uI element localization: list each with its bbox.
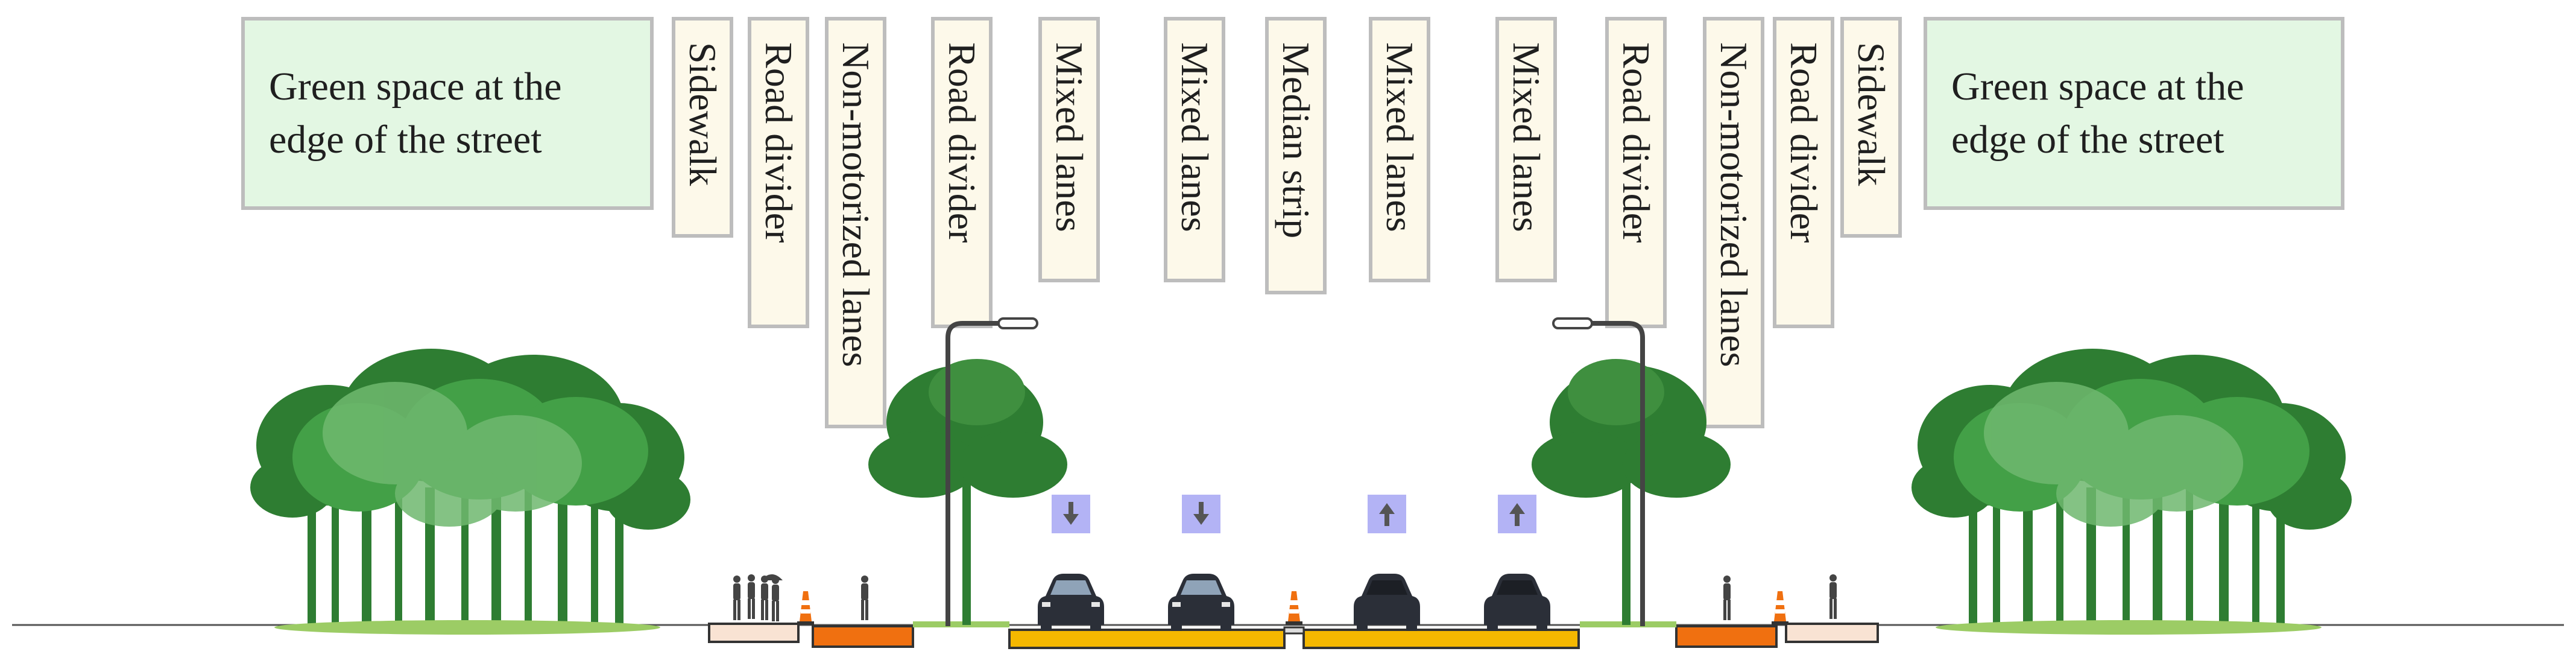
label-green-space-left: Green space at the edge of the street xyxy=(241,17,654,210)
label-sidewalk-right: Sidewalk xyxy=(1840,17,1902,238)
car-3 xyxy=(1354,574,1420,631)
label-non-motorized-left-text: Non-motorized lanes xyxy=(835,42,877,367)
label-mixed-lanes-3: Mixed lanes xyxy=(1369,17,1430,282)
lane-arrow-down-2 xyxy=(1182,495,1220,533)
sidewalk-right xyxy=(1785,623,1879,643)
pedestrian-4 xyxy=(772,577,779,621)
label-sidewalk-left-text: Sidewalk xyxy=(681,42,724,186)
pedestrian-2 xyxy=(748,574,755,619)
street-light-right xyxy=(1552,317,1645,626)
label-road-divider-3: Road divider xyxy=(1605,17,1667,328)
label-green-space-right-line1: Green space at the xyxy=(1951,65,2244,109)
non-motorized-lane-right xyxy=(1675,625,1778,648)
label-mixed-lanes-3-text: Mixed lanes xyxy=(1378,42,1421,232)
label-green-space-left-line1: Green space at the xyxy=(269,65,562,109)
car-1 xyxy=(1038,574,1104,631)
pedestrian-right xyxy=(1829,574,1837,619)
lane-arrow-up-4 xyxy=(1498,495,1536,533)
cone-median xyxy=(1286,591,1302,625)
label-mixed-lanes-4: Mixed lanes xyxy=(1495,17,1557,282)
pedestrian-1 xyxy=(733,576,740,620)
label-green-space-right: Green space at the edge of the street xyxy=(1924,17,2344,210)
label-road-divider-1: Road divider xyxy=(748,17,809,328)
label-median-strip-text: Median strip xyxy=(1275,42,1318,239)
label-non-motorized-right: Non-motorized lanes xyxy=(1703,17,1764,428)
street-light-left xyxy=(945,317,1038,626)
label-green-space-left-line2: edge of the street xyxy=(269,118,542,162)
label-green-space-right-line2: edge of the street xyxy=(1951,118,2224,162)
median-strip xyxy=(1283,626,1305,635)
label-road-divider-1-text: Road divider xyxy=(757,42,800,243)
label-mixed-lanes-2: Mixed lanes xyxy=(1164,17,1225,282)
cyclist-right xyxy=(1723,576,1731,620)
road-divider-left xyxy=(913,621,1009,627)
lane-arrow-down-1 xyxy=(1052,495,1090,533)
label-mixed-lanes-1-text: Mixed lanes xyxy=(1048,42,1091,232)
divider-tree-left xyxy=(868,359,1067,625)
umbrella xyxy=(761,574,783,580)
label-sidewalk-left: Sidewalk xyxy=(672,17,733,238)
label-sidewalk-right-text: Sidewalk xyxy=(1850,42,1893,186)
label-road-divider-2: Road divider xyxy=(931,17,993,328)
mixed-lanes-right xyxy=(1302,629,1580,649)
tree-cluster-left xyxy=(250,349,690,635)
label-non-motorized-left: Non-motorized lanes xyxy=(825,17,886,428)
car-2 xyxy=(1168,574,1234,631)
non-motorized-lane-left xyxy=(812,625,914,648)
cone-left xyxy=(797,591,814,625)
cone-right xyxy=(1772,591,1788,625)
label-road-divider-4-text: Road divider xyxy=(1782,42,1825,243)
tree-cluster-right xyxy=(1911,349,2352,635)
mixed-lanes-left xyxy=(1008,629,1286,649)
label-non-motorized-right-text: Non-motorized lanes xyxy=(1713,42,1755,367)
lane-direction-arrows xyxy=(1052,495,1536,533)
sidewalk-left xyxy=(708,623,800,643)
label-road-divider-3-text: Road divider xyxy=(1615,42,1658,243)
label-road-divider-2-text: Road divider xyxy=(941,42,983,243)
pedestrian-3 xyxy=(761,576,768,620)
label-median-strip: Median strip xyxy=(1265,17,1327,294)
label-mixed-lanes-1: Mixed lanes xyxy=(1038,17,1100,282)
lane-arrow-up-3 xyxy=(1368,495,1406,533)
car-4 xyxy=(1484,574,1550,631)
label-mixed-lanes-2-text: Mixed lanes xyxy=(1173,42,1216,232)
label-mixed-lanes-4-text: Mixed lanes xyxy=(1505,42,1548,232)
divider-tree-right xyxy=(1532,359,1731,625)
cyclist-left xyxy=(861,576,868,620)
label-road-divider-4: Road divider xyxy=(1773,17,1834,328)
